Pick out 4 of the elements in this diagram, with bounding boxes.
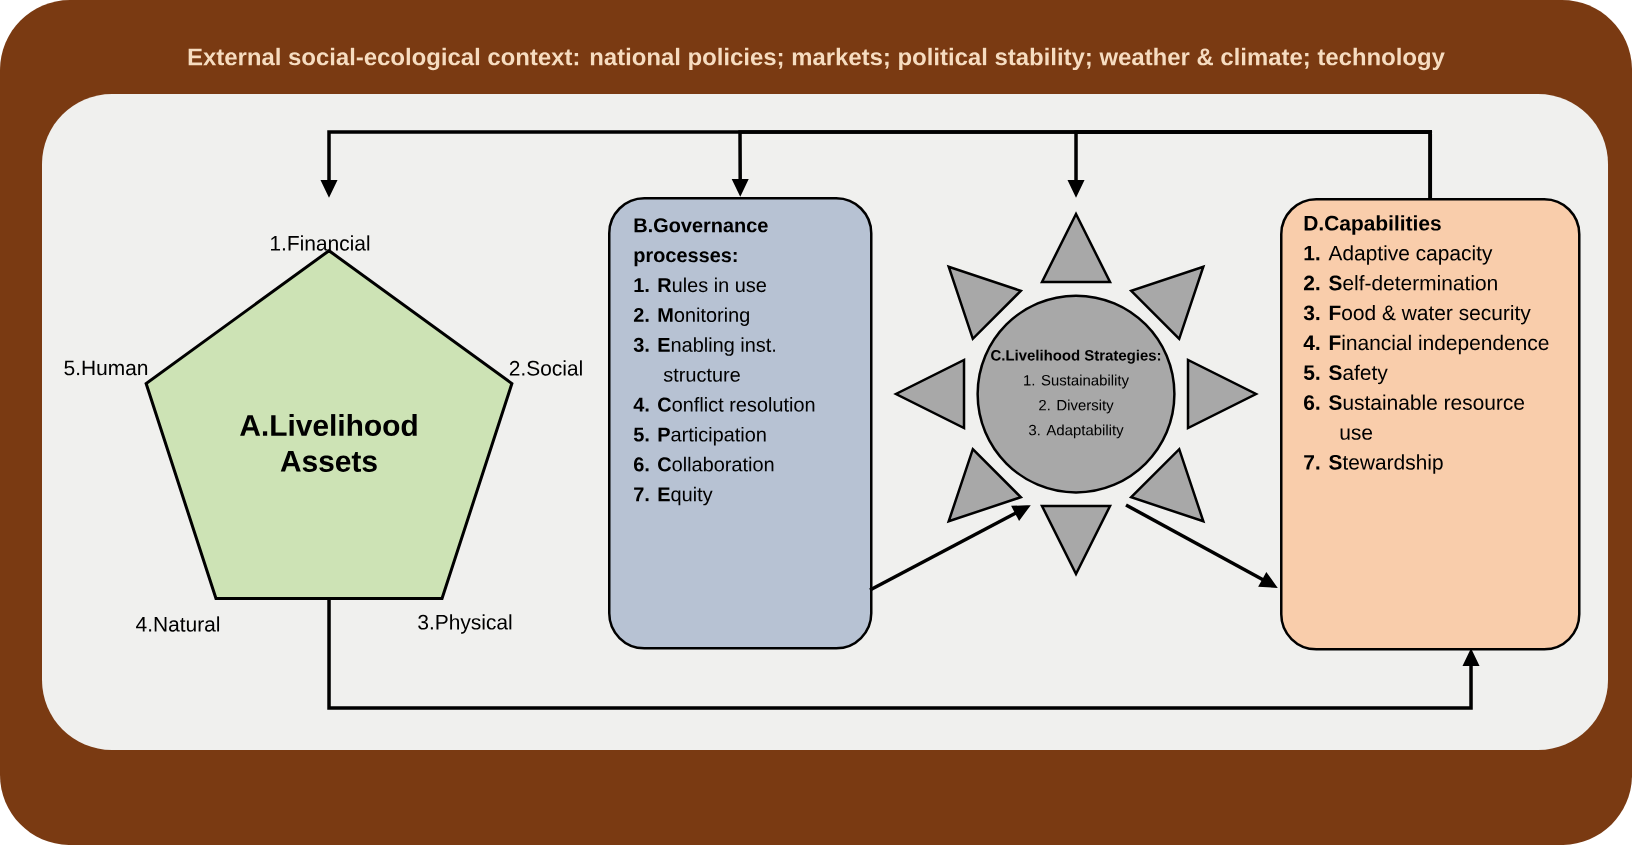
- vertex-label: 3.Physical: [418, 614, 512, 634]
- capabilities-box: D.Capabilities 1. Adaptive capacity 2. Self-determination 3. Food & water security 4. Financial independence 5. Safety 6. Sustainable resource use 7. Stewardship: [1280, 198, 1581, 651]
- vertex-label: 4.Natural: [136, 616, 220, 632]
- process-box: B.Governance processes: 1. Rules in use 2. Monitoring 3. Enabling inst. structure 4. Conflict resolution 5. Participation 6. Collaboration 7. Equity: [608, 197, 873, 650]
